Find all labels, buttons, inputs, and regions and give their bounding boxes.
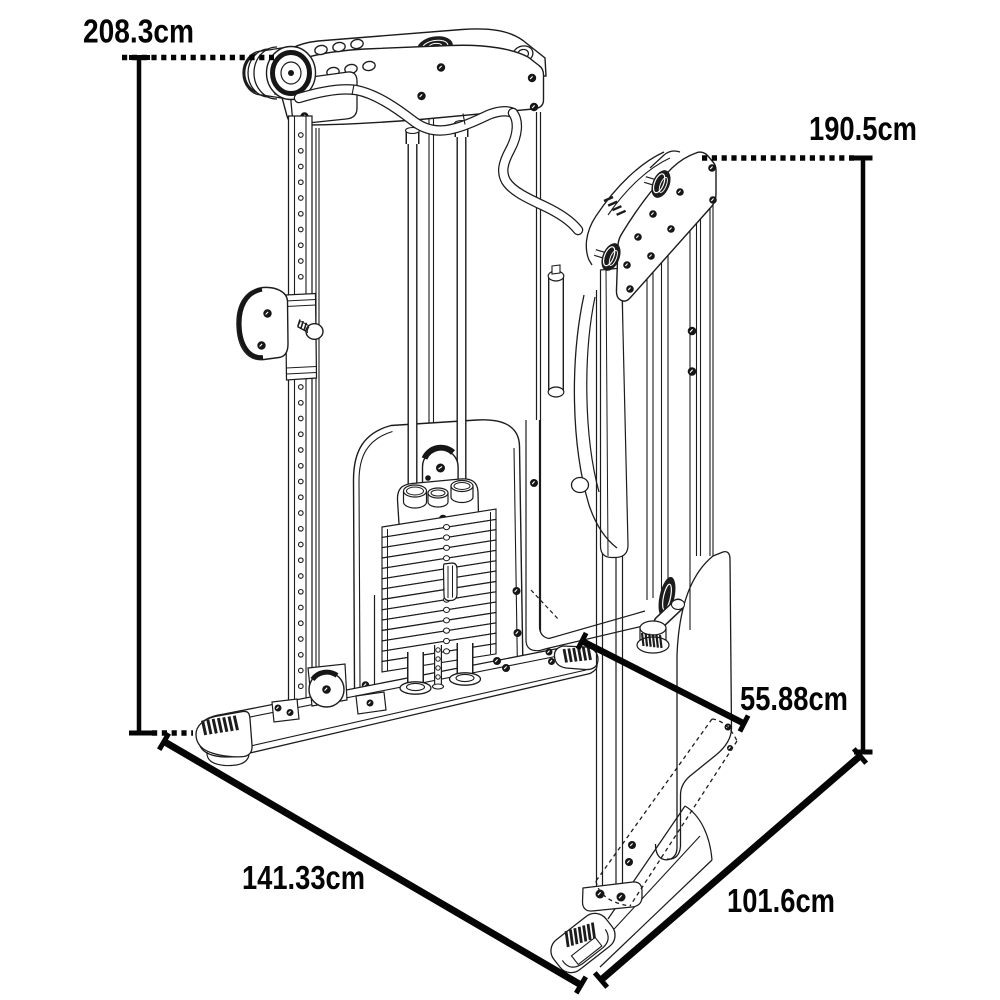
svg-text:55.88cm: 55.88cm bbox=[740, 681, 848, 718]
svg-text:141.33cm: 141.33cm bbox=[242, 860, 365, 897]
svg-text:208.3cm: 208.3cm bbox=[83, 14, 194, 51]
svg-text:190.5cm: 190.5cm bbox=[809, 111, 917, 148]
svg-text:101.6cm: 101.6cm bbox=[727, 883, 835, 920]
